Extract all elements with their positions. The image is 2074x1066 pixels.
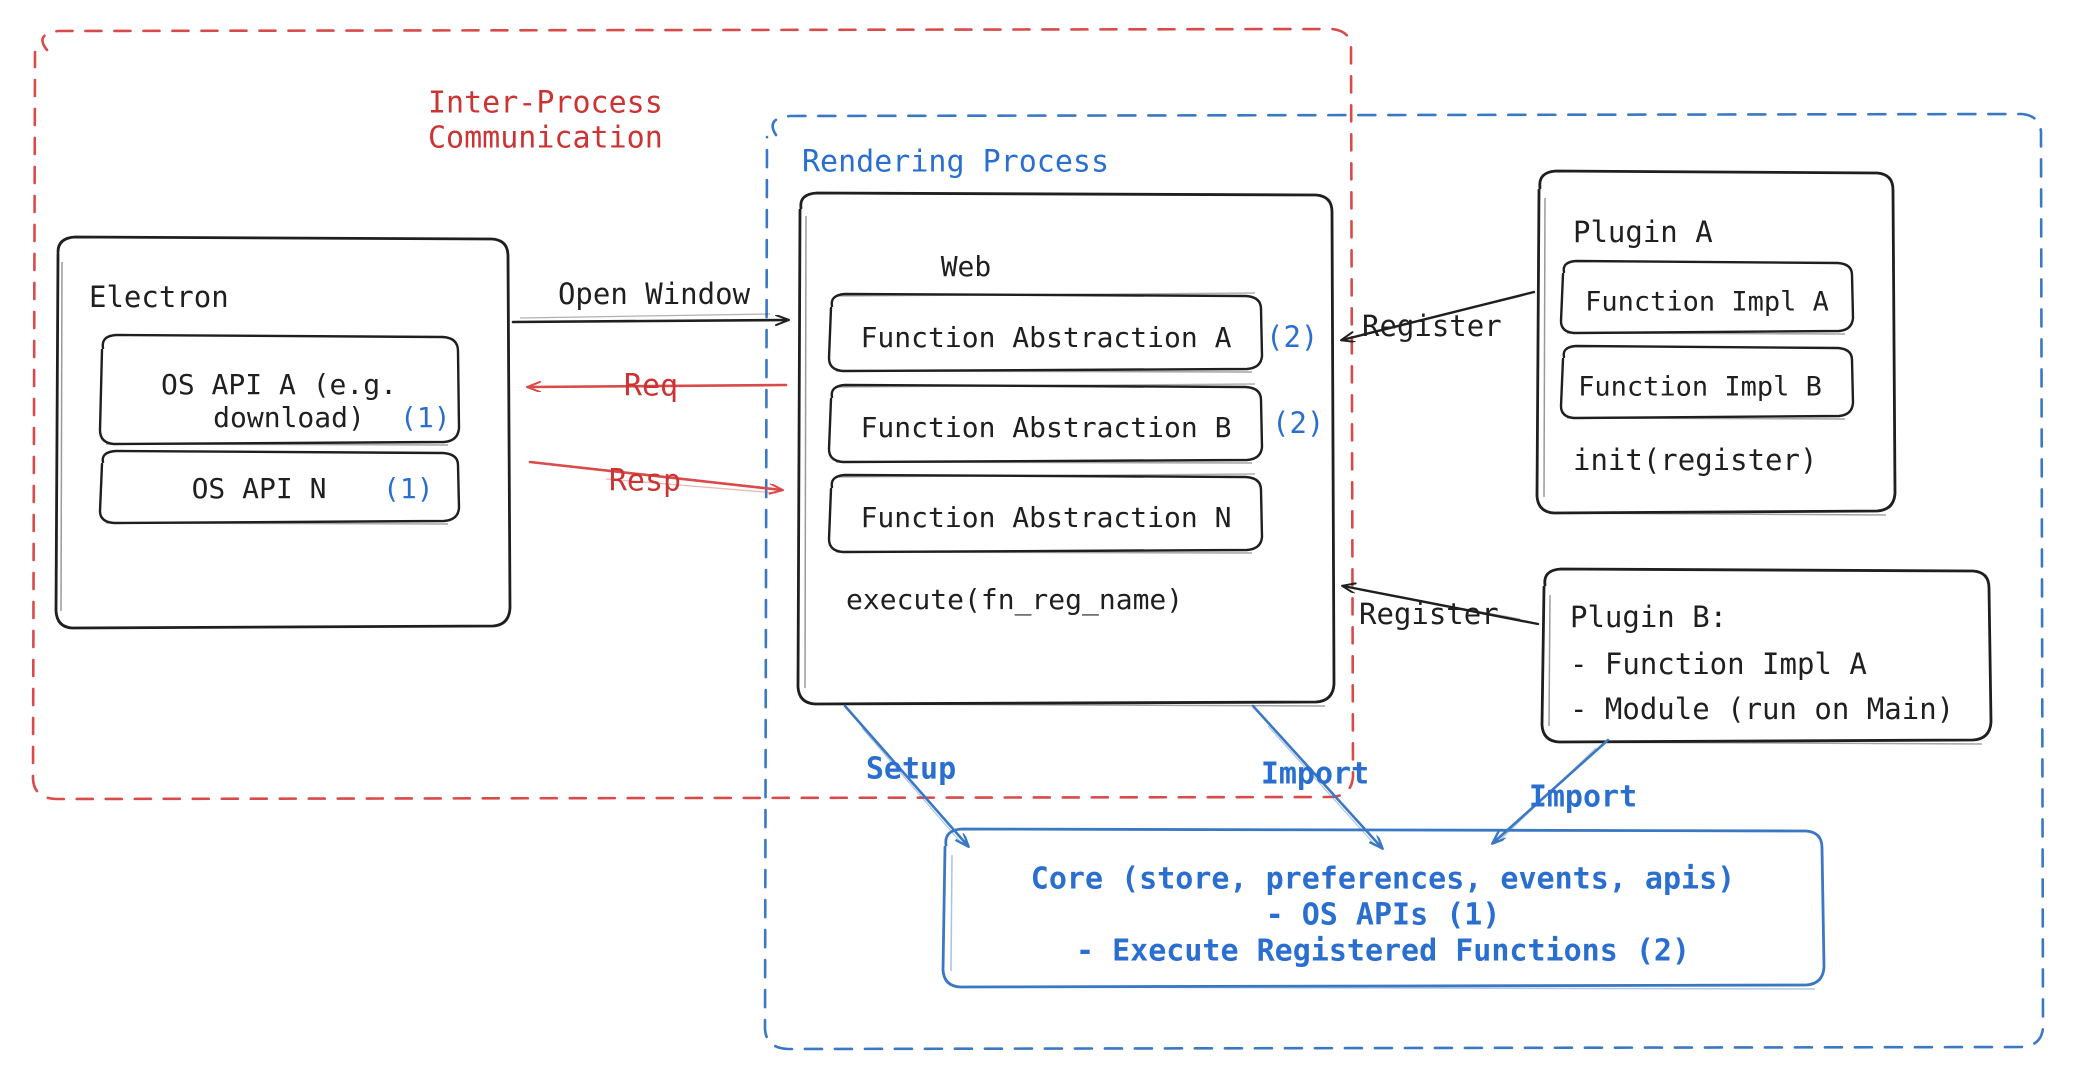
- function-abstraction-a-box: [827, 292, 1264, 373]
- function-impl-a-label: Function Impl A: [1585, 287, 1829, 318]
- edge-register-top: [1342, 290, 1536, 340]
- electron-title: Electron: [89, 280, 229, 314]
- function-impl-b-box: [1559, 344, 1855, 420]
- plugin-a-title: Plugin A: [1573, 215, 1713, 249]
- edge-open-window: [511, 313, 788, 322]
- edge-label-open-window: Open Window: [558, 277, 751, 311]
- core-line-1: Core (store, preferences, events, apis): [1031, 862, 1735, 897]
- os-api-n-label: OS API N: [192, 472, 327, 505]
- ipc-label-line2: Communication: [428, 121, 663, 156]
- rendering-process-boundary: [763, 112, 2045, 1051]
- os-api-a-box: [98, 333, 461, 446]
- function-abstraction-b-box: [827, 383, 1264, 464]
- web-execute-method: execute(fn_reg_name): [846, 583, 1183, 617]
- os-api-n-marker: (1): [383, 472, 434, 505]
- function-abstraction-b-label: Function Abstraction B: [861, 411, 1232, 444]
- edge-label-req: Req: [624, 369, 678, 404]
- plugin-b-box: [1540, 567, 1993, 745]
- plugin-b-item-0: - Function Impl A: [1570, 647, 1867, 681]
- function-abstraction-b-marker: (2): [1272, 406, 1324, 440]
- ipc-label-line1: Inter-Process: [428, 86, 663, 121]
- os-api-a-label-line2: download): [213, 401, 365, 434]
- function-abstraction-a-marker: (2): [1266, 320, 1318, 354]
- rendering-process-label: Rendering Process: [802, 145, 1109, 180]
- os-api-a-marker: (1): [400, 401, 451, 434]
- edge-import-right: [1493, 738, 1610, 843]
- plugin-b-item-1: - Module (run on Main): [1570, 692, 1954, 726]
- edge-label-import-center: Import: [1261, 757, 1369, 792]
- function-abstraction-n-box: [827, 473, 1264, 554]
- core-line-3: - Execute Registered Functions (2): [1076, 934, 1690, 969]
- electron-box: [54, 235, 512, 630]
- plugin-a-init-method: init(register): [1573, 443, 1817, 477]
- web-title: Web: [941, 250, 992, 283]
- edge-req: [528, 385, 788, 387]
- edge-label-register-top: Register: [1362, 309, 1502, 343]
- plugin-b-title: Plugin B:: [1570, 600, 1727, 634]
- os-api-a-label-line1: OS API A (e.g.: [161, 368, 397, 401]
- ipc-boundary: [31, 27, 1355, 801]
- function-impl-b-label: Function Impl B: [1578, 372, 1822, 403]
- plugin-a-box: [1535, 169, 1897, 516]
- core-line-2: - OS APIs (1): [1266, 898, 1501, 933]
- edge-label-setup: Setup: [866, 752, 956, 787]
- function-abstraction-a-label: Function Abstraction A: [861, 321, 1232, 354]
- edge-label-register-bottom: Register: [1359, 597, 1499, 631]
- function-impl-a-box: [1559, 259, 1855, 335]
- edge-import-center: [1251, 704, 1382, 848]
- web-box: [796, 191, 1336, 707]
- edge-label-import-right: Import: [1529, 780, 1637, 815]
- function-abstraction-n-label: Function Abstraction N: [861, 501, 1232, 534]
- edge-resp: [528, 460, 782, 493]
- os-api-n-box: [98, 449, 461, 525]
- edge-label-resp: Resp: [609, 464, 681, 499]
- edge-register-bottom: [1343, 586, 1540, 626]
- edge-setup: [843, 704, 968, 846]
